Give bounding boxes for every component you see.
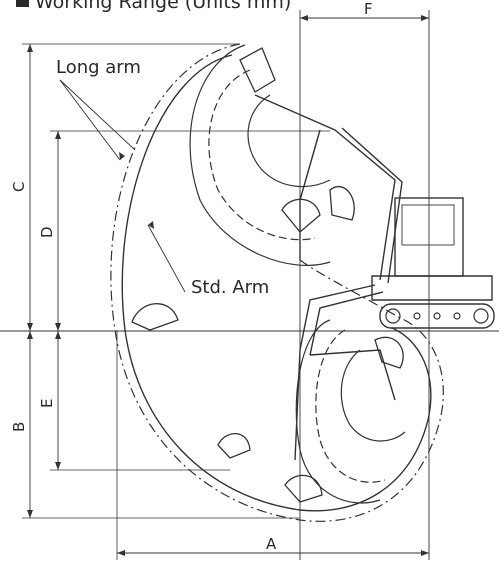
dim-label-a: A	[266, 535, 277, 553]
track-sprocket	[473, 308, 489, 324]
dim-label-f: F	[364, 0, 373, 18]
cab-window	[401, 204, 455, 246]
bucket-lower-right	[374, 336, 404, 369]
bucket-upper-mid	[329, 185, 355, 221]
boom-arm-high	[254, 94, 396, 281]
long-arm-label: Long arm	[56, 57, 141, 78]
diagram-title: Working Range (Units mm)	[16, 0, 291, 13]
upper-inner-loop-inner	[208, 69, 316, 241]
upper-curl-path	[247, 94, 331, 188]
leader-lines	[59, 79, 186, 293]
extension-lines	[22, 43, 330, 560]
dim-label-b: B	[10, 422, 28, 432]
leader-long-arm	[59, 79, 121, 161]
crawler-track	[379, 303, 495, 329]
bucket-bottom	[284, 474, 323, 503]
title-square-icon	[16, 0, 29, 7]
long-arm-envelope	[110, 43, 444, 522]
upper-structure	[371, 275, 493, 301]
lower-inner-loop-outer	[295, 319, 381, 504]
buckets	[131, 47, 404, 503]
boom-arm-high-back	[341, 127, 403, 284]
leader-long-arm-2	[59, 79, 136, 151]
track-roller-2	[433, 312, 441, 320]
upper-inner-loop-outer	[189, 44, 331, 266]
std-arm-envelope	[121, 54, 432, 512]
arm-low-curl	[309, 349, 396, 401]
arm-high-dig	[299, 129, 321, 260]
dimension-lines	[29, 17, 429, 554]
bucket-left	[131, 303, 179, 331]
std-arm-label-bg	[186, 273, 282, 299]
dim-label-d: D	[38, 226, 56, 238]
boom-arm-low	[294, 284, 376, 461]
title-text: Working Range (Units mm)	[35, 0, 292, 13]
bucket-upper-right	[281, 198, 321, 233]
dim-label-c: C	[10, 182, 28, 192]
leader-arrows	[119, 152, 154, 229]
bucket-bottom-left	[217, 432, 251, 459]
boom-arm-low-back	[309, 291, 384, 356]
track-roller-1	[413, 312, 421, 320]
track-roller-3	[453, 312, 461, 320]
track-idler	[385, 308, 401, 324]
bucket-top	[239, 47, 276, 93]
dim-label-e: E	[38, 399, 56, 408]
lower-inner-loop-inner	[315, 329, 386, 483]
std-arm-label: Std. Arm	[191, 277, 269, 298]
long-arm-label-bg	[50, 53, 152, 79]
boom-arm-positions	[254, 94, 403, 461]
lower-curl-path	[340, 349, 406, 442]
leader-std-arm	[147, 224, 186, 293]
